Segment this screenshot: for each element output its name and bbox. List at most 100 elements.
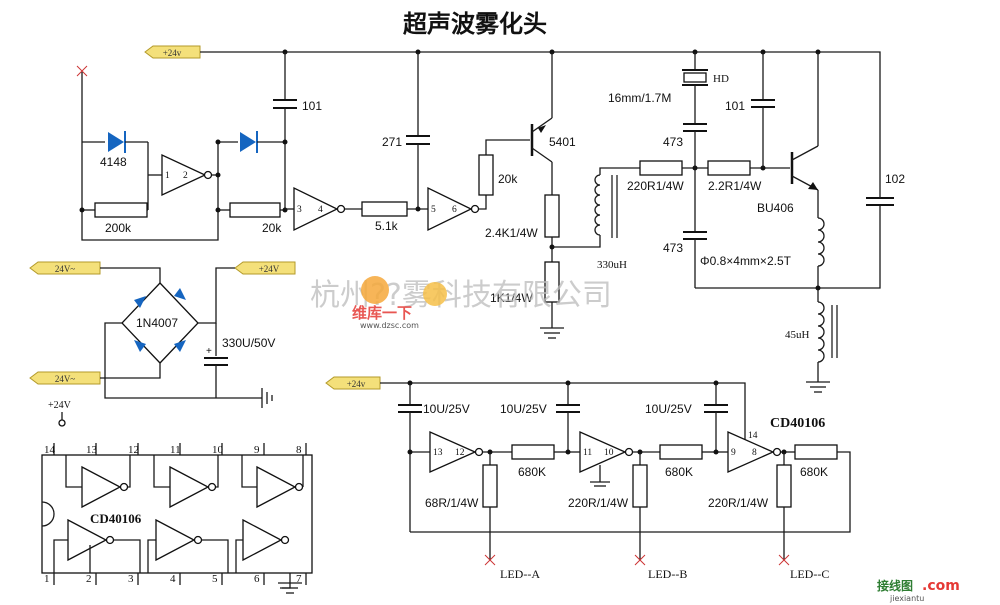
watermark-logo: 维库一下 www.dzsc.com bbox=[352, 276, 447, 330]
led-cap-1 bbox=[398, 383, 422, 532]
svg-text:9: 9 bbox=[731, 448, 736, 458]
label-20k-a: 20k bbox=[262, 221, 282, 235]
resistor-220r bbox=[639, 160, 683, 176]
label-473-a: 473 bbox=[663, 135, 683, 149]
label-271: 271 bbox=[382, 135, 402, 149]
resistor-200k bbox=[94, 202, 148, 218]
ac-tag-2: 24V~ bbox=[29, 371, 101, 385]
label-5-1k: 5.1k bbox=[375, 219, 399, 233]
resistor-680k-2 bbox=[659, 444, 703, 460]
svg-text:+24v: +24v bbox=[347, 379, 366, 389]
ground-ps bbox=[261, 388, 273, 408]
resistor-led-b bbox=[632, 464, 648, 508]
svg-text:维库一下: 维库一下 bbox=[352, 304, 412, 322]
label-200k: 200k bbox=[105, 221, 132, 235]
svg-text:jiexiantu: jiexiantu bbox=[889, 594, 924, 603]
label-coil: Φ0.8×4mm×2.5T bbox=[700, 254, 792, 268]
label-5401: 5401 bbox=[549, 135, 576, 149]
label-473-b: 473 bbox=[663, 241, 683, 255]
diode-4148 bbox=[108, 131, 126, 153]
label-330uh: 330uH bbox=[597, 259, 627, 271]
led-cap-label-2: 10U/25V bbox=[500, 402, 547, 416]
corner-brand: 接线图 .com jiexiantu bbox=[877, 578, 960, 603]
chip-pin-9: 9 bbox=[254, 444, 260, 456]
svg-text:5: 5 bbox=[431, 205, 436, 215]
svg-text:+24v: +24v bbox=[163, 48, 182, 58]
svg-text:+24V: +24V bbox=[259, 264, 280, 274]
resistor-680k-3 bbox=[794, 444, 838, 460]
ground-2 bbox=[806, 381, 830, 393]
svg-text:8: 8 bbox=[752, 448, 757, 458]
chip-pin-8: 8 bbox=[296, 444, 302, 456]
chip-pin-12: 12 bbox=[128, 444, 139, 456]
resistor-20k-b bbox=[478, 154, 494, 196]
resistor-680k-1 bbox=[511, 444, 555, 460]
supply-tag-24v-ps: +24V bbox=[234, 261, 296, 275]
svg-text:接线图: 接线图 bbox=[877, 578, 913, 593]
svg-text:14: 14 bbox=[748, 431, 758, 441]
transistor-5401 bbox=[530, 117, 553, 163]
chip-pin-13: 13 bbox=[86, 444, 98, 456]
output-led-a: LED--A bbox=[500, 567, 540, 581]
label-2-2r: 2.2R1/4W bbox=[708, 179, 762, 193]
led-cap-label-1: 10U/25V bbox=[423, 402, 470, 416]
svg-text:.com: .com bbox=[922, 578, 960, 594]
svg-text:11: 11 bbox=[583, 448, 592, 458]
chip-pin-5: 5 bbox=[212, 573, 218, 585]
chip-pin-10: 10 bbox=[212, 444, 224, 456]
chip-pin-11: 11 bbox=[170, 444, 181, 456]
label-68r: 68R/1/4W bbox=[425, 496, 479, 510]
led-ic-label: CD40106 bbox=[770, 416, 825, 431]
label-4148: 4148 bbox=[100, 155, 127, 169]
resistor-2-2r bbox=[707, 160, 751, 176]
label-220r-b: 220R/1/4W bbox=[568, 496, 629, 510]
label-16mm: 16mm/1.7M bbox=[608, 91, 671, 105]
output-led-c: LED--C bbox=[790, 567, 829, 581]
label-680k-3: 680K bbox=[800, 465, 828, 479]
coil-2-5t bbox=[817, 217, 825, 267]
supply-tag-24v-led: +24v bbox=[325, 376, 381, 390]
svg-text:24V~: 24V~ bbox=[55, 374, 75, 384]
label-2-4k: 2.4K1/4W bbox=[485, 226, 538, 240]
svg-text:1: 1 bbox=[165, 171, 170, 181]
inverter-11-10: 11 10 bbox=[579, 430, 634, 474]
inverter-13-12: 13 12 bbox=[429, 430, 484, 474]
chip-pin-2: 2 bbox=[86, 573, 92, 585]
label-680k-2: 680K bbox=[665, 465, 693, 479]
piezo-transducer bbox=[682, 69, 708, 86]
bridge-rectifier bbox=[134, 288, 186, 352]
label-220r-c: 220R/1/4W bbox=[708, 496, 769, 510]
resistor-2-4k bbox=[544, 194, 560, 238]
svg-text:+: + bbox=[206, 346, 212, 357]
inductor-330uh bbox=[594, 174, 601, 236]
label-20k-b: 20k bbox=[498, 172, 518, 186]
resistor-led-c bbox=[776, 464, 792, 508]
resistor-led-a bbox=[482, 464, 498, 508]
svg-text:10: 10 bbox=[604, 448, 614, 458]
label-102: 102 bbox=[885, 172, 905, 186]
inverter-9-8: 9 8 14 bbox=[727, 430, 782, 474]
svg-text:3: 3 bbox=[297, 205, 302, 215]
chip-pin-3: 3 bbox=[128, 573, 134, 585]
svg-text:12: 12 bbox=[455, 448, 465, 458]
transistor-bu406 bbox=[790, 145, 819, 191]
svg-text:4: 4 bbox=[318, 205, 323, 215]
label-bu406: BU406 bbox=[757, 201, 794, 215]
chip-pin-7: 7 bbox=[296, 573, 302, 585]
led-cap-label-3: 10U/25V bbox=[645, 402, 692, 416]
watermark-company: 杭州??雾科技有限公司 bbox=[310, 278, 612, 313]
chip-name: CD40106 bbox=[90, 511, 142, 526]
svg-text:6: 6 bbox=[452, 205, 457, 215]
ground-1 bbox=[540, 327, 564, 339]
label-supply-24v: +24V bbox=[48, 400, 72, 411]
chip-pin-14: 14 bbox=[44, 444, 56, 456]
chip-pin-1: 1 bbox=[44, 573, 50, 585]
chip-pin-4: 4 bbox=[170, 573, 176, 585]
inverter-3-4: 3 4 bbox=[293, 186, 346, 232]
led-cap-2 bbox=[556, 383, 580, 452]
label-330u: 330U/50V bbox=[222, 336, 275, 350]
label-101-a: 101 bbox=[302, 99, 322, 113]
label-45uh: 45uH bbox=[785, 329, 810, 341]
diagram-title: 超声波雾化头 bbox=[403, 9, 547, 38]
